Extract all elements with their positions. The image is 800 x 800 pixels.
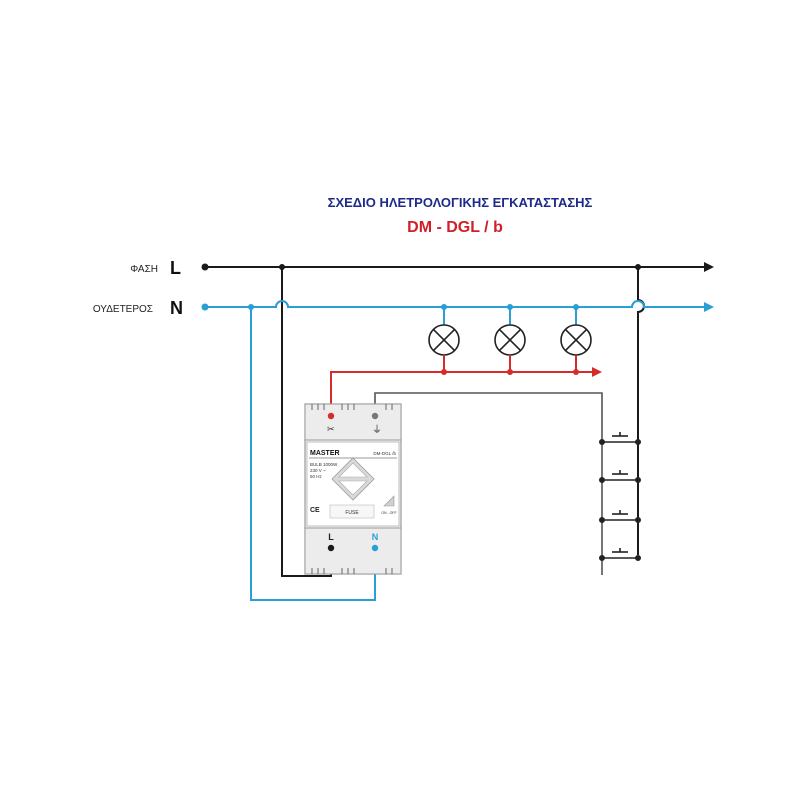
- device-down-button: [338, 480, 368, 496]
- phase-junction-dot: [279, 264, 285, 270]
- device-spec-power: BULB 1000W: [310, 462, 338, 467]
- device-model: DM-DGL /b: [373, 451, 396, 456]
- device-terminal-l-label: L: [328, 532, 334, 542]
- neutral-arrow: [704, 302, 714, 312]
- device-spec-frequency: 50 Hz: [310, 474, 323, 479]
- pushbutton-terminal-icon: ⏚: [372, 424, 382, 436]
- neutral-start-dot: [201, 303, 209, 311]
- push-button-1: [598, 432, 641, 445]
- lamp2-output-dot: [507, 369, 513, 375]
- lamp3-output-dot: [573, 369, 579, 375]
- phase-bus: [205, 266, 706, 577]
- lamp-3: [560, 324, 592, 356]
- device-control-pad: [331, 457, 375, 501]
- lamp-2: [494, 324, 526, 356]
- device-spec-voltage: 230 V ~: [310, 468, 326, 473]
- push-button-2: [598, 470, 641, 483]
- lamp-1: [428, 324, 460, 356]
- push-button-3: [598, 510, 641, 523]
- output-terminal: [327, 412, 335, 420]
- device-up-button: [338, 462, 368, 478]
- device-terminal-n: [371, 544, 379, 552]
- on-off-switch-icon: [383, 495, 395, 507]
- push-buttons: [598, 432, 641, 561]
- lamp1-neutral-dot: [441, 304, 447, 310]
- fuse-label: FUSE: [345, 510, 359, 516]
- phase-letter: L: [170, 258, 181, 278]
- lamp2-neutral-dot: [507, 304, 513, 310]
- switched-arrow: [592, 367, 602, 377]
- lamp3-neutral-dot: [573, 304, 579, 310]
- diagram-title: ΣΧΕΔΙΟ ΗΛΕΤΡΟΛΟΓΙΚΗΣ ΕΓΚΑΤΑΣΤΑΣΗΣ: [328, 195, 593, 210]
- phase-label: ΦΑΣΗ: [130, 264, 158, 275]
- device-terminal-n-label: N: [372, 532, 379, 542]
- device-terminal-l: [327, 544, 335, 552]
- neutral-letter: N: [170, 298, 183, 318]
- phase-junction-dot-right: [635, 264, 641, 270]
- lamp-terminal-icon: ✂: [327, 424, 335, 434]
- ce-mark: CE: [310, 507, 320, 514]
- device-brand: MASTER: [310, 450, 340, 457]
- control-line: [374, 392, 603, 575]
- din-device: ✂ ⏚ MASTER DM-DGL /b BULB 1000W 230 V ~ …: [304, 403, 402, 575]
- on-off-label: ON - OFF: [381, 511, 396, 515]
- lamp1-output-dot: [441, 369, 447, 375]
- neutral-label: ΟΥΔΕΤΕΡΟΣ: [93, 304, 153, 315]
- neutral-junction-dot: [248, 304, 254, 310]
- control-terminal: [371, 412, 379, 420]
- push-button-4: [598, 548, 641, 561]
- phase-arrow: [704, 262, 714, 272]
- diagram-model: DM - DGL / b: [407, 219, 503, 236]
- phase-start-dot: [201, 263, 209, 271]
